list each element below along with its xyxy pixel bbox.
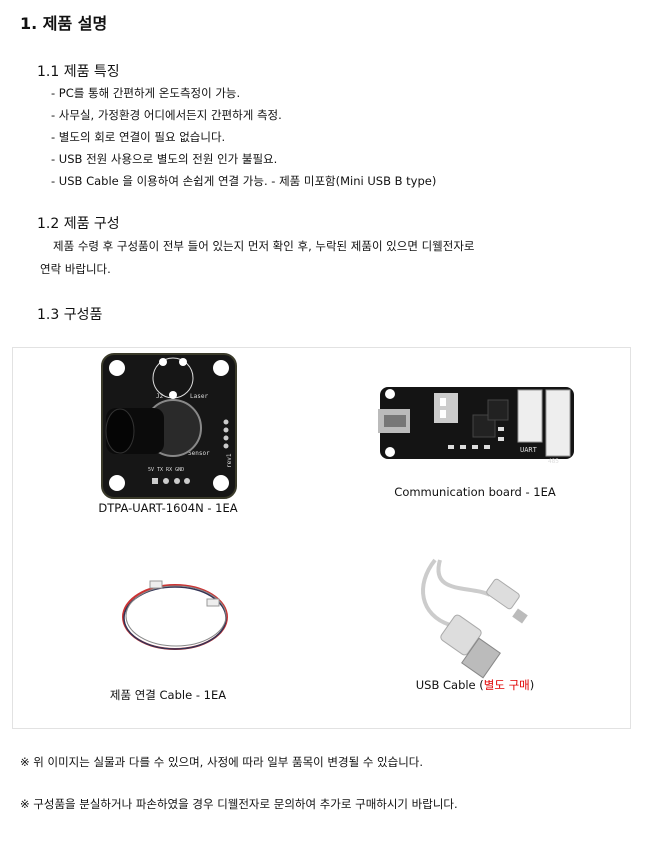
component-label-usb-cable: USB Cable (별도 구매) [416, 677, 535, 693]
composition-heading: 1.2 제품 구성 [37, 216, 120, 232]
usb-label-text: USB Cable ( [415, 678, 484, 692]
silk-485: 485 [548, 458, 559, 463]
note-image-difference: ※ 위 이미지는 실물과 다를 수 있으며, 사정에 따라 일부 품목이 변경될… [20, 755, 424, 769]
silk-sensor: Sensor [188, 450, 210, 457]
feature-item: - USB 전원 사용으로 별도의 전원 인가 불필요. [51, 152, 278, 166]
components-heading: 1.3 구성품 [37, 307, 103, 323]
feature-item: - PC를 통해 간편하게 온도측정이 가능. [51, 86, 241, 100]
page-title: 1. 제품 설명 [20, 14, 108, 33]
composition-text-line2: 연락 바랍니다. [40, 262, 111, 276]
component-label-cable: 제품 연결 Cable - 1EA [109, 688, 227, 702]
connection-cable-image [122, 580, 228, 650]
feature-item: - USB Cable 을 이용하여 손쉽게 연결 가능. - 제품 미포함(M… [51, 174, 437, 188]
composition-text-line1: 제품 수령 후 구성품이 전부 들어 있는지 먼저 확인 후, 누락된 제품이 … [53, 239, 475, 253]
components-frame [12, 347, 631, 729]
component-label-comm-board: Communication board - 1EA [394, 485, 556, 499]
feature-item: - 별도의 회로 연결이 필요 없습니다. [51, 130, 226, 144]
usb-cable-image [421, 558, 528, 679]
communication-board-image: UART 485 [378, 387, 574, 463]
usb-label-separate-purchase: 별도 구매 [483, 678, 530, 692]
component-label-sensor: DTPA-UART-1604N - 1EA [98, 501, 238, 515]
silk-laser: Laser [190, 393, 208, 400]
silk-uart: UART [520, 446, 538, 454]
feature-item: - 사무실, 가정환경 어디에서든지 간편하게 측정. [51, 108, 282, 122]
silk-pins: 5V TX RX GND [148, 467, 184, 473]
features-heading: 1.1 제품 특징 [37, 64, 120, 80]
sensor-module-image: J2 Laser Sensor rev1 5V TX RX GND [101, 353, 237, 499]
silk-rev: rev1 [226, 453, 233, 468]
usb-label-end: ) [529, 678, 535, 692]
silk-j2: J2 [156, 393, 164, 400]
note-lost-parts: ※ 구성품을 분실하거나 파손하였을 경우 디웰전자로 문의하여 추가로 구매하… [20, 797, 458, 811]
